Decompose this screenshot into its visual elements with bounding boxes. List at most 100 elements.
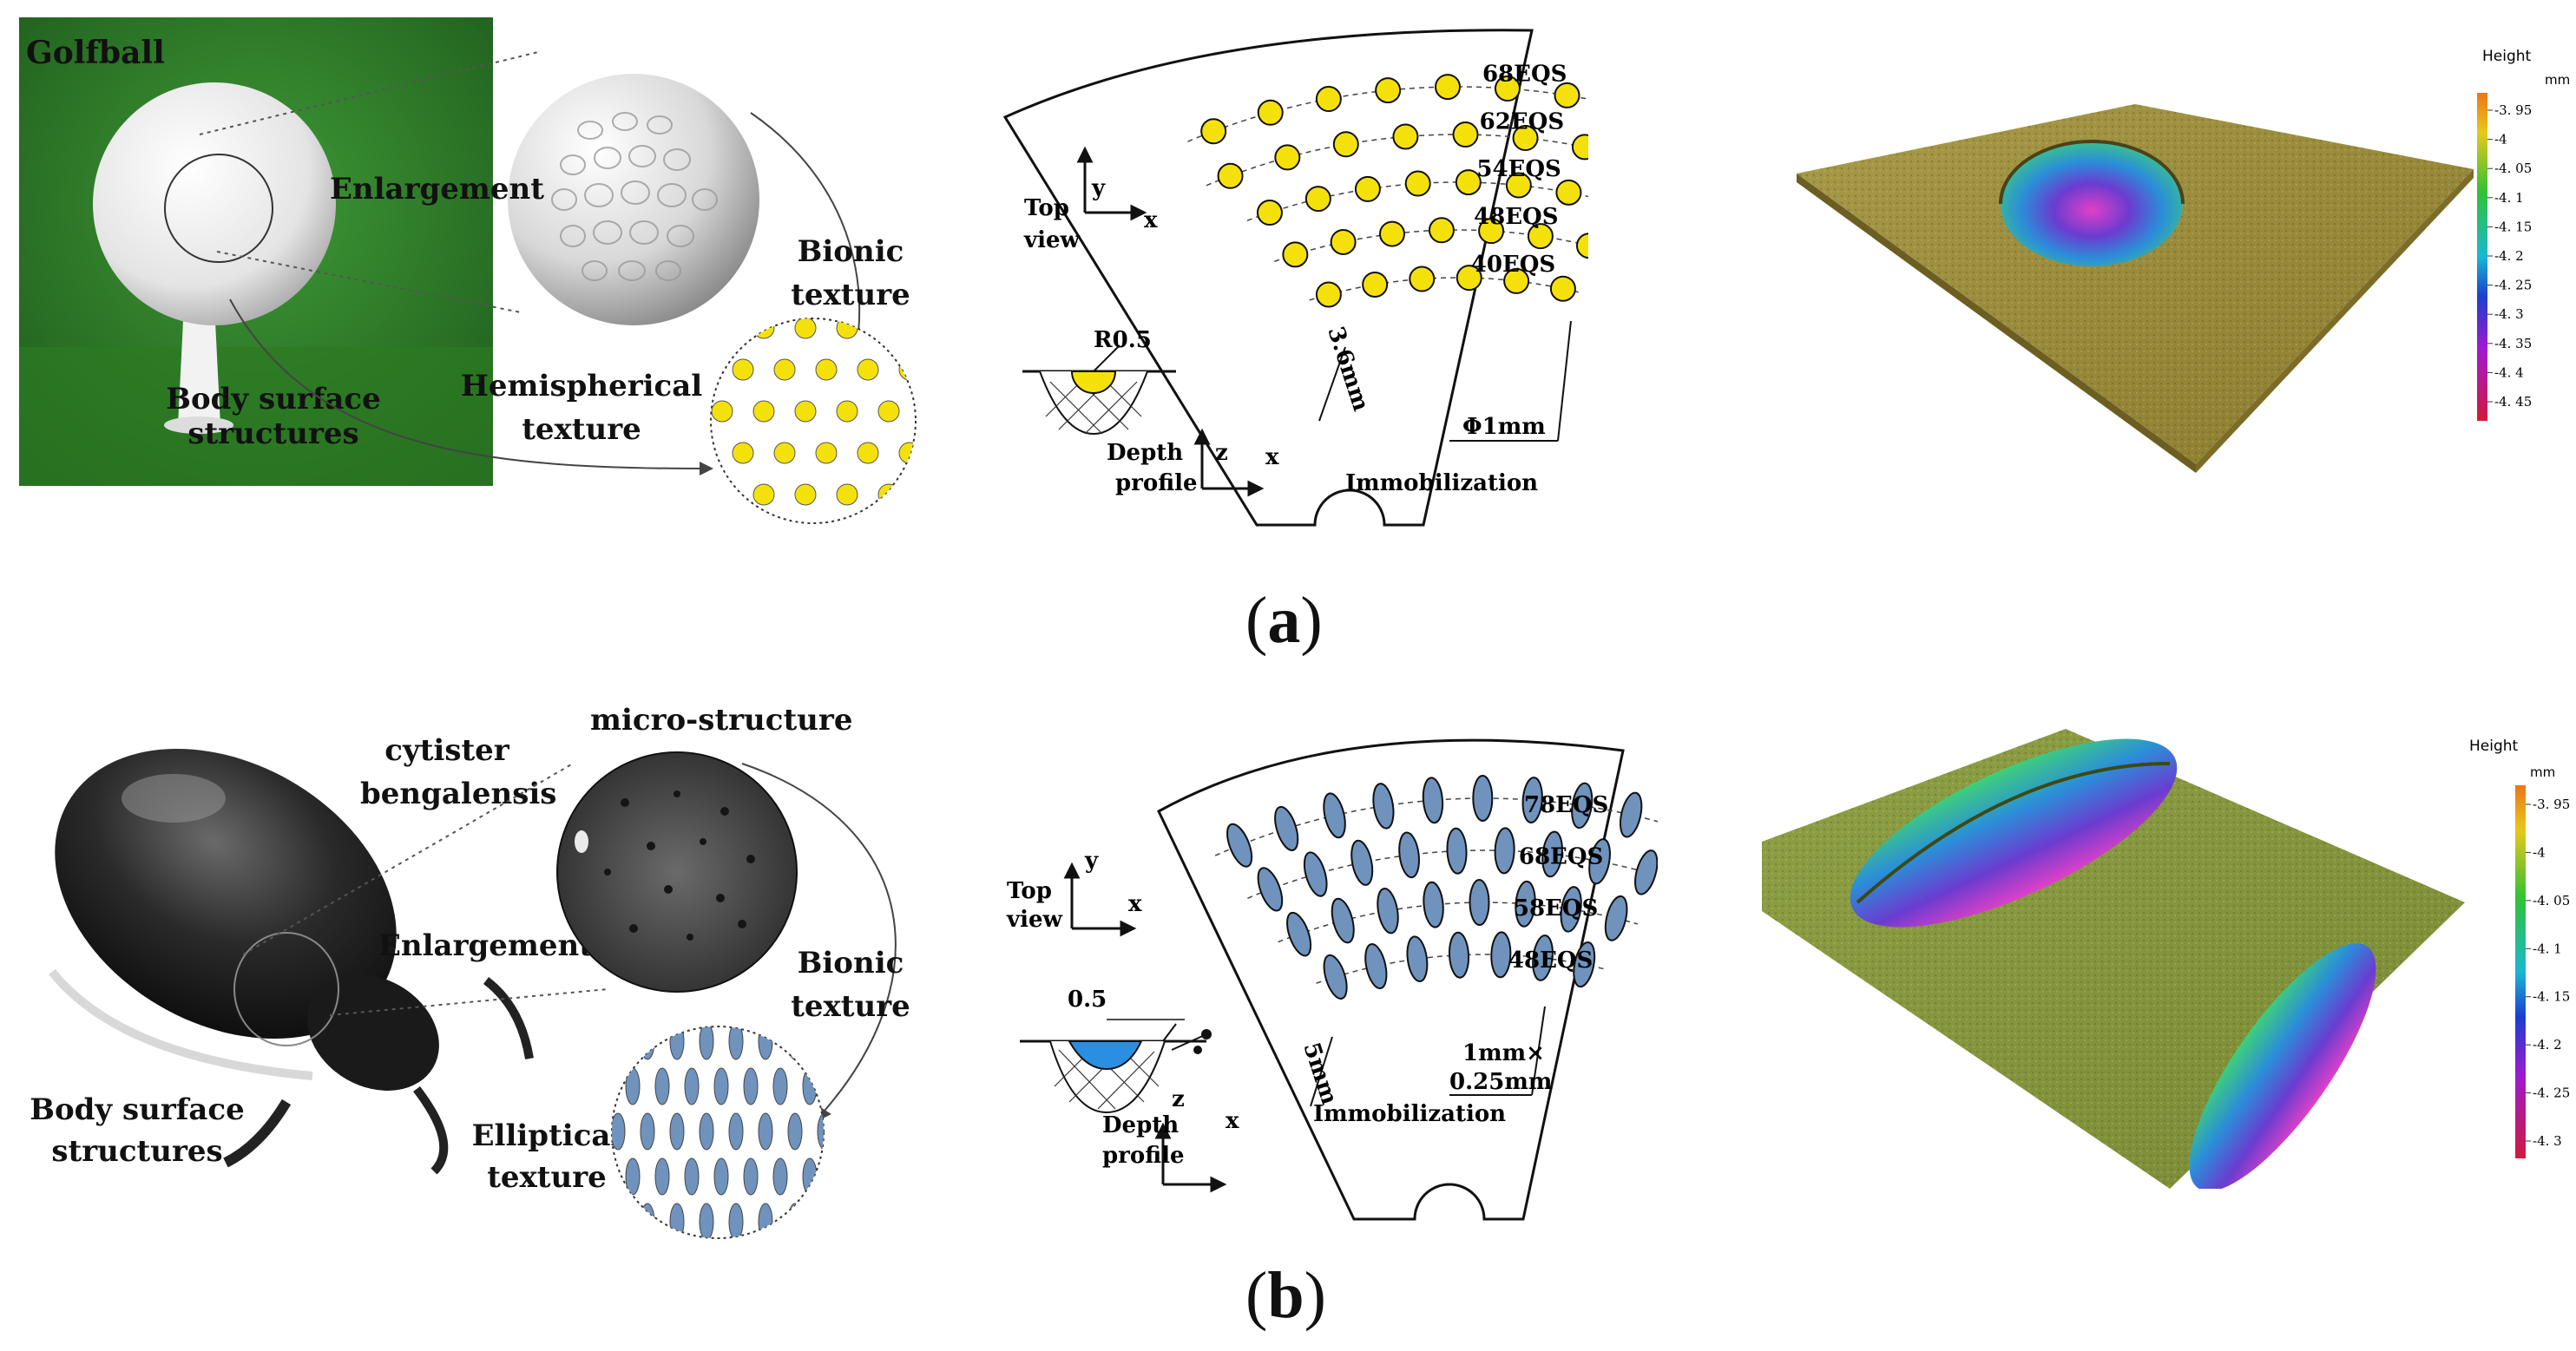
dimple: [1575, 233, 1588, 259]
axis-x-a: x: [1144, 207, 1158, 233]
dimple-dot: [857, 358, 879, 381]
legend-unit-b: mm: [2530, 764, 2555, 780]
ellipse-dimple: [1377, 888, 1399, 935]
ellipse-dot: [654, 1067, 670, 1105]
dimple-dot: [752, 400, 775, 423]
ellipse-dimple: [1226, 823, 1253, 868]
row-label-a: 62EQS: [1480, 108, 1564, 134]
axis-z-a: z: [1215, 440, 1228, 466]
dimple-dot: [920, 401, 922, 422]
legend-title-b: Height: [2469, 738, 2519, 755]
immobilization-a: Immobilization: [1345, 470, 1538, 496]
golfball-dimples: [551, 112, 718, 281]
legend-tick-label: -4. 2: [2494, 248, 2524, 264]
ellipse-dot: [802, 1158, 818, 1196]
ellipse-dot: [640, 1112, 655, 1151]
legend-unit-a: mm: [2545, 72, 2570, 88]
ellipse-dot: [713, 1067, 729, 1105]
dimple-dot: [773, 442, 796, 464]
dimple-dot: [711, 483, 733, 506]
dimple-dot: [711, 318, 733, 339]
row-label-a: 68EQS: [1482, 61, 1567, 87]
body-surface-label-a: Body surface structures: [130, 382, 417, 451]
elliptical-line1: Elliptical: [471, 1118, 622, 1153]
row-arc: [1309, 277, 1583, 301]
legend-tick-label: -4. 25: [2533, 1085, 2570, 1101]
dimple: [1478, 218, 1505, 245]
dimple-dot: [794, 400, 817, 423]
dimple-dot: [794, 318, 817, 339]
dimple: [1362, 271, 1389, 298]
row-label-a: 48EQS: [1474, 204, 1558, 230]
dimple: [1256, 200, 1283, 226]
ellipse-dimple: [1257, 867, 1284, 912]
legend-tick-label: -4. 1: [2533, 941, 2562, 956]
dimple: [1200, 118, 1227, 145]
axis-y-a: y: [1091, 175, 1106, 201]
ellipse-dot: [743, 1067, 759, 1105]
ellipse-dot: [787, 1112, 803, 1151]
axis-x2-a: x: [1265, 444, 1279, 470]
legend-tick-label: -4. 3: [2494, 306, 2524, 322]
row-label-a: 40EQS: [1471, 252, 1555, 278]
dimple-dot: [877, 400, 900, 423]
ellipse-dimple: [1286, 911, 1312, 957]
enlarged-golfball: [508, 74, 759, 325]
ellipse-dot: [625, 1067, 641, 1105]
dimple-dot: [711, 400, 733, 423]
depth-profile-a1: Depth: [1107, 440, 1183, 466]
dimple-dot: [794, 483, 817, 506]
ellipse-dimple: [1406, 935, 1429, 982]
caption-b-letter: b: [1267, 1259, 1304, 1332]
dimple-dot: [815, 442, 838, 464]
ellipse-dimple: [1515, 880, 1536, 928]
axis-y-b: y: [1084, 848, 1099, 874]
ellipse-dimple: [1541, 830, 1563, 878]
bionic-line2: texture: [791, 278, 910, 312]
dimple: [1503, 267, 1530, 294]
ellipse-dimple: [1274, 805, 1299, 851]
body-surface-label-b: Body surface structures: [16, 1089, 259, 1172]
row-label-b: 58EQS: [1514, 895, 1598, 921]
depth-profile-a: [1022, 344, 1176, 436]
elliptical-texture-label: Elliptical texture: [460, 1115, 634, 1198]
dimple: [1332, 131, 1359, 158]
ellipse-dot: [758, 1203, 773, 1238]
ellipse-dimple: [1323, 954, 1348, 1000]
bionic-line1: Bionic: [797, 234, 904, 269]
hemispherical-line2: texture: [522, 412, 641, 447]
dimple: [1452, 121, 1479, 148]
depth-profile-b1: Depth: [1102, 1112, 1179, 1138]
dimple-dot: [732, 358, 754, 381]
height-legend-a: Height mm -3. 95-4-4. 05-4. 1-4. 15-4. 2…: [2477, 48, 2570, 421]
micro-structure-circle: [556, 751, 798, 993]
bionic-b-line1: Bionic: [797, 946, 904, 980]
ellipse-dot: [699, 1026, 714, 1060]
ellipse-dot: [758, 1026, 773, 1060]
legend-tick-label: -4. 1: [2494, 190, 2524, 206]
golfball-label: Golfball: [26, 35, 165, 71]
beetle-photo: [0, 694, 538, 1180]
legend-ticks-a: -3. 95-4-4. 05-4. 1-4. 15-4. 2-4. 25-4. …: [2487, 102, 2532, 410]
ellipse-dot: [669, 1203, 685, 1238]
top-view-axes-b: [1063, 862, 1137, 937]
dimple: [1304, 186, 1331, 213]
ellipse-dot: [802, 1067, 818, 1105]
ellipse-dot: [728, 1203, 744, 1238]
legend-tick-label: -4. 05: [2494, 161, 2532, 176]
ellipse-dimple: [1398, 831, 1420, 879]
micro-pores: [604, 790, 755, 941]
body-surface-b-line2: structures: [51, 1134, 223, 1169]
ellipse-dot: [699, 1112, 714, 1151]
legend-tick-label: -4. 15: [2533, 989, 2570, 1005]
ellipse-dimple: [1634, 849, 1658, 895]
caption-a-letter: a: [1267, 584, 1301, 657]
legend-tick-label: -4. 2: [2533, 1037, 2562, 1053]
dimple: [1409, 266, 1436, 292]
ellipse-dot: [713, 1158, 729, 1196]
legend-tick-label: -4. 4: [2494, 364, 2524, 380]
dimple: [1282, 241, 1309, 268]
ellipse-dot: [612, 1026, 626, 1060]
